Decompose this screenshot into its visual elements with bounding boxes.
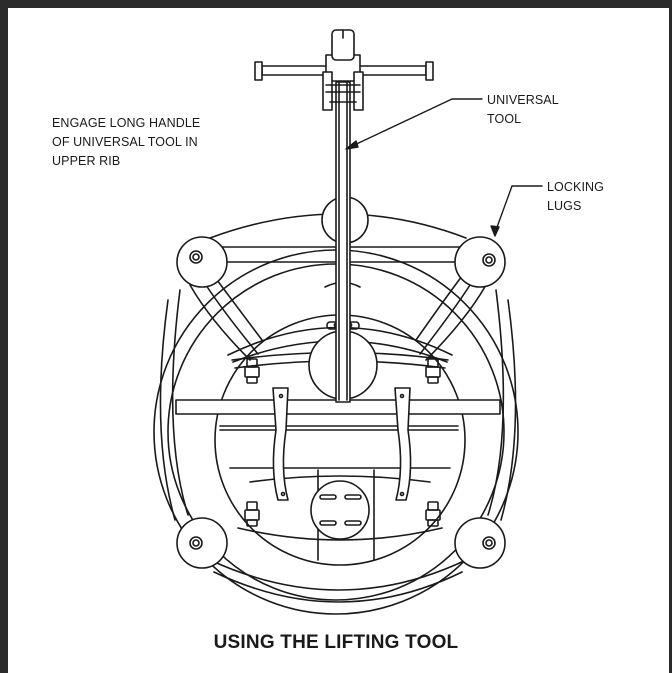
callout-engage-line-1: ENGAGE LONG HANDLE bbox=[52, 116, 201, 130]
universal-tool bbox=[254, 29, 434, 403]
frame-border-left bbox=[0, 0, 8, 673]
frame-struts bbox=[159, 213, 517, 603]
frame-border-right bbox=[669, 0, 672, 673]
callout-engage-line-2: OF UNIVERSAL TOOL IN bbox=[52, 135, 198, 149]
callout-tool-line-1: UNIVERSAL bbox=[487, 93, 559, 107]
frame-border-top bbox=[0, 0, 672, 8]
lower-plate bbox=[310, 480, 370, 540]
callout-engage-line-3: UPPER RIB bbox=[52, 154, 121, 168]
callout-locking-lugs: LOCKING LUGS bbox=[547, 178, 604, 216]
locking-lugs bbox=[176, 236, 506, 569]
leader-lines bbox=[345, 98, 543, 237]
leader-universal-tool bbox=[347, 98, 483, 149]
hanger-straps bbox=[272, 387, 412, 501]
figure-caption: USING THE LIFTING TOOL bbox=[213, 632, 459, 653]
callout-lugs-line-1: LOCKING bbox=[547, 180, 604, 194]
bolts bbox=[244, 358, 441, 527]
arrowhead-universal-tool bbox=[345, 140, 359, 150]
callout-lugs-line-2: LUGS bbox=[547, 199, 582, 213]
leader-locking-lugs bbox=[495, 185, 543, 231]
callout-tool-line-2: TOOL bbox=[487, 112, 522, 126]
callout-universal-tool: UNIVERSAL TOOL bbox=[487, 91, 559, 129]
cross-bar bbox=[175, 399, 501, 431]
arrowhead-locking-lugs bbox=[490, 225, 500, 237]
callout-engage-handle: ENGAGE LONG HANDLE OF UNIVERSAL TOOL IN … bbox=[52, 114, 200, 171]
